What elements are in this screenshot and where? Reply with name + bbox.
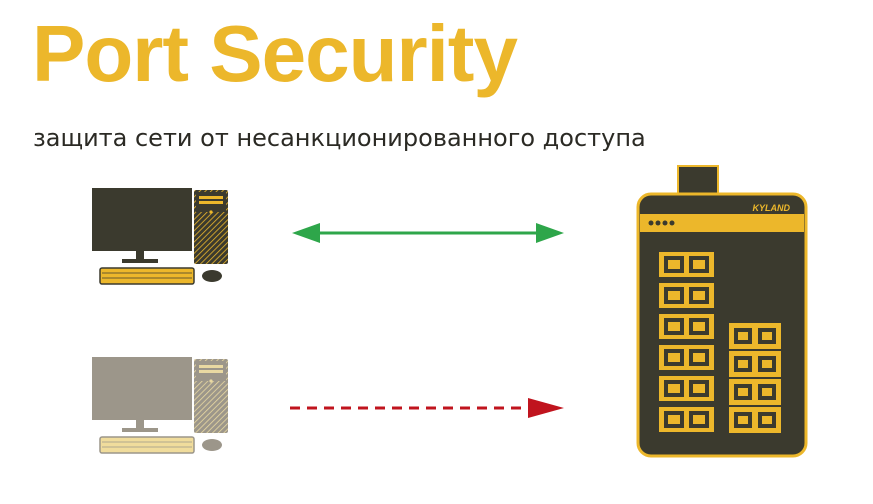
- rj45-port-row: [729, 323, 781, 349]
- monitor-base: [122, 428, 158, 432]
- network-switch: KYLAND: [636, 165, 808, 458]
- monitor-base: [122, 259, 158, 263]
- monitor-stand: [136, 420, 144, 429]
- page-subtitle: защита сети от несанкционированного дост…: [33, 124, 646, 152]
- switch-port-block: [659, 283, 714, 308]
- switch-header-band: [640, 214, 804, 232]
- rj45-port-row: [729, 379, 781, 405]
- status-leds: [648, 220, 675, 226]
- switch-port-block: [659, 407, 714, 432]
- switch-port-block: [659, 345, 714, 370]
- rj45-port-row: [729, 351, 781, 377]
- switch-port-block: [659, 252, 714, 277]
- monitor: [92, 188, 192, 251]
- port-column-right: [729, 323, 781, 433]
- switch-brand-logo: KYLAND: [753, 203, 791, 213]
- rj45-port-row: [729, 407, 781, 433]
- page-title: Port Security: [32, 9, 518, 98]
- monitor-stand: [136, 251, 144, 260]
- blocked-connection-arrow: [290, 398, 564, 418]
- switch-top-connector: [677, 165, 719, 197]
- keyboard: [99, 267, 195, 285]
- trusted-computer: [92, 188, 228, 285]
- untrusted-computer: [92, 357, 228, 454]
- switch-port-block: [659, 314, 714, 339]
- monitor: [92, 357, 192, 420]
- mouse: [202, 439, 222, 451]
- port-column-left: [659, 252, 714, 432]
- mouse: [202, 270, 222, 282]
- allowed-connection-arrow: [292, 223, 564, 243]
- keyboard: [99, 436, 195, 454]
- switch-port-block: [659, 376, 714, 401]
